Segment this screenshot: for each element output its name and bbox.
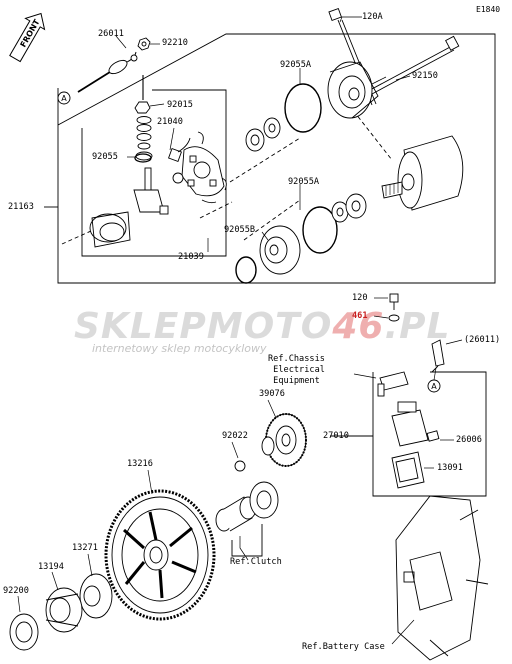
part-label-39076: 39076	[259, 389, 285, 399]
brush-holder-box	[81, 89, 227, 257]
part-label-21039: 21039	[178, 252, 204, 262]
ref-clutch: Ref.Clutch	[230, 557, 282, 567]
part-label-92200: 92200	[3, 586, 29, 596]
ref-chassis-electrical: Ref.Chassis Electrical Equipment	[268, 354, 325, 386]
relay-27010	[377, 371, 429, 447]
motor-body	[381, 135, 464, 211]
shim-92200	[9, 613, 39, 651]
part-label-13271: 13271	[72, 543, 98, 553]
watermark-brand-b: 46	[332, 306, 385, 347]
o-ring-92055B	[235, 256, 257, 284]
part-label-92055A-mid: 92055A	[288, 177, 320, 187]
nut-92015-stack	[134, 75, 153, 161]
rear-housing	[327, 61, 379, 119]
cover-13091	[391, 451, 425, 489]
part-label-461: 461	[352, 311, 368, 321]
o-ring-92055	[134, 153, 152, 163]
fuse-26006	[426, 430, 440, 442]
watermark-brand-c: .PL	[384, 306, 451, 347]
part-label-92210: 92210	[162, 38, 188, 48]
part-label-92055B: 92055B	[224, 225, 256, 235]
part-label-21040: 21040	[157, 117, 183, 127]
wire-26011-small	[431, 339, 445, 373]
part-label-92015: 92015	[167, 100, 193, 110]
leader-lines	[17, 16, 463, 645]
watermark-brand-a: SKLEPMOTO	[74, 306, 333, 347]
part-label-92055A-top: 92055A	[280, 60, 312, 70]
part-label-120: 120	[352, 293, 368, 303]
clutch-13194	[45, 587, 83, 633]
part-label-26011: 26011	[98, 29, 124, 39]
part-label-26011-ref: (26011)	[464, 335, 501, 345]
front-cover	[259, 225, 301, 275]
watermark-logo: SKLEPMOTO46.PL	[74, 306, 450, 347]
part-label-13194: 13194	[38, 562, 64, 572]
part-label-92055: 92055	[92, 152, 118, 162]
idle-gear-39076	[261, 413, 307, 467]
part-label-21163: 21163	[8, 202, 34, 212]
o-ring-92055A-mid	[302, 206, 338, 254]
diagram-code: E1840	[476, 5, 501, 14]
bearing-upper	[245, 117, 281, 152]
part-label-120A: 120A	[362, 12, 383, 22]
group-outline	[57, 33, 496, 284]
end-cover	[89, 211, 131, 248]
ref-battery-case: Ref.Battery Case	[302, 642, 385, 652]
bolt-92150	[369, 35, 460, 95]
watermark-tagline: internetowy sklep motocyklowy	[92, 342, 267, 355]
washer-92022	[234, 460, 246, 472]
shaft-clutch	[215, 481, 279, 557]
part-label-92150: 92150	[412, 71, 438, 81]
battery-case	[395, 495, 489, 661]
part-label-13216: 13216	[127, 459, 153, 469]
o-ring-92055A-top	[284, 83, 322, 133]
part-label-13091: 13091	[437, 463, 463, 473]
nut-92210	[137, 37, 151, 51]
ref-marker-a-right-text: A	[431, 382, 437, 391]
part-label-27010: 27010	[323, 431, 349, 441]
bolt-120-small	[389, 293, 399, 310]
terminal-bracket	[133, 167, 169, 215]
brush-plate-21039	[172, 146, 225, 197]
part-label-92022: 92022	[222, 431, 248, 441]
front-arrow: FRONT	[9, 12, 46, 63]
bearing-lower	[331, 193, 367, 223]
ref-marker-a-left: A	[57, 91, 71, 105]
part-label-26006: 26006	[456, 435, 482, 445]
wire-26011	[77, 51, 138, 93]
plate-13271	[79, 573, 113, 619]
ring-gear-13216	[104, 489, 216, 621]
ref-marker-a-right: A	[427, 367, 441, 393]
ref-marker-a-left-text: A	[61, 94, 67, 103]
washer-461	[388, 314, 400, 322]
relay-group	[330, 371, 487, 497]
